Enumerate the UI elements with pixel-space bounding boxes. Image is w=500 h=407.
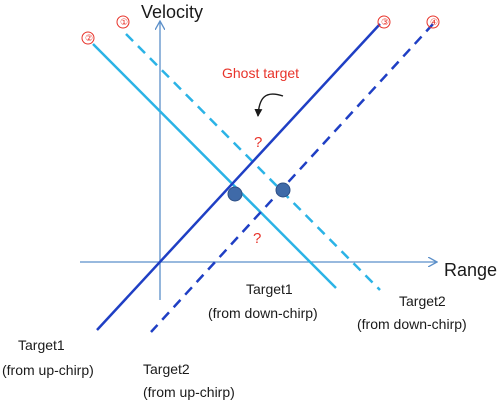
line-marker-1-text: ①: [120, 18, 128, 28]
target2-up-chirp-line1: Target2: [143, 361, 190, 377]
line-marker-3: ③: [377, 15, 391, 29]
range-axis-label: Range: [444, 260, 497, 280]
line-2-solid-light: [92, 43, 337, 289]
line-marker-1: ①: [116, 15, 130, 29]
intersection-dot-right: [275, 182, 291, 198]
line-3-solid-dark: [96, 23, 381, 331]
intersection-dot-left: [227, 186, 243, 202]
line-marker-4: ④: [426, 15, 440, 29]
target1-down-chirp-label: Target1 (from down-chirp): [208, 281, 318, 321]
target2-up-chirp-label: Target2 (from up-chirp): [143, 361, 235, 400]
velocity-axis-label: Velocity: [141, 2, 203, 22]
target1-down-chirp-line2: (from down-chirp): [208, 305, 318, 321]
line-marker-2-text: ②: [85, 34, 93, 44]
line-4-dashed-dark: [150, 23, 434, 333]
line-marker-2: ②: [81, 31, 95, 45]
ghost-target-arrow: [254, 93, 284, 117]
target2-down-chirp-line2: (from down-chirp): [357, 316, 467, 332]
question-mark-lower: ?: [253, 230, 261, 247]
target2-down-chirp-line1: Target2: [399, 293, 446, 309]
line-marker-3-text: ③: [381, 18, 389, 28]
question-mark-upper: ?: [254, 134, 262, 151]
ghost-target-label: Ghost target: [222, 65, 299, 81]
line-marker-4-text: ④: [430, 18, 438, 28]
target1-up-chirp-line1: Target1: [18, 337, 65, 353]
target2-up-chirp-line2: (from up-chirp): [143, 384, 235, 400]
target1-up-chirp-label: Target1 (from up-chirp): [2, 337, 94, 378]
target1-up-chirp-line2: (from up-chirp): [2, 362, 94, 378]
target2-down-chirp-label: Target2 (from down-chirp): [357, 293, 467, 332]
line-1-dashed-light: [125, 33, 381, 291]
target1-down-chirp-line1: Target1: [246, 281, 293, 297]
